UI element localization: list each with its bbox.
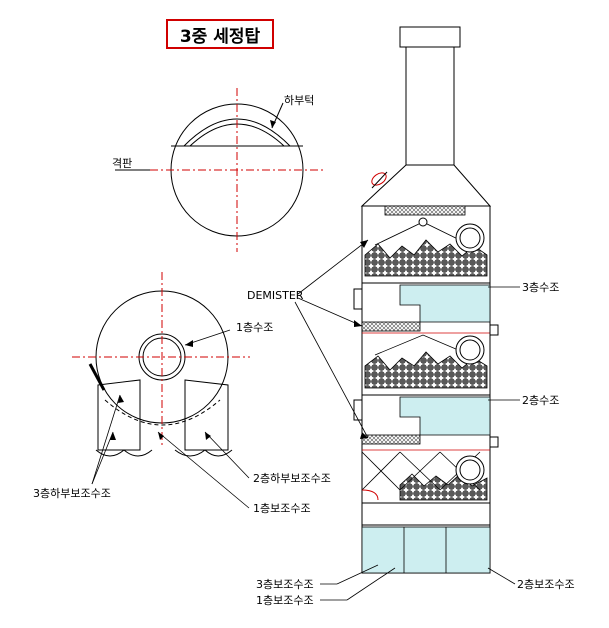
top-section-view (115, 88, 325, 252)
label-partition: 격판 (112, 157, 133, 170)
bottom-section-view (72, 272, 250, 457)
label-aux-3f: 3층보조수조 (256, 578, 314, 591)
label-aux-3f-lower: 3층하부보조수조 (33, 487, 111, 500)
label-aux-2f-lower: 2층하부보조수조 (253, 472, 331, 485)
leader-lines (91, 239, 520, 601)
demister-pads (361, 205, 466, 445)
label-lower-weir: 하부턱 (284, 94, 315, 107)
label-aux-2f: 2층보조수조 (517, 578, 575, 591)
arrowheads (110, 120, 368, 440)
label-tank-1f: 1층수조 (236, 321, 274, 334)
side-flanges (353, 288, 499, 501)
label-aux-1f: 1층보조수조 (253, 502, 311, 515)
label-tank-2f: 2층수조 (522, 394, 560, 407)
label-tank-3f: 3층수조 (522, 281, 560, 294)
diagram-title: 3중 세정탑 (166, 19, 274, 49)
view-ports (418, 217, 485, 485)
label-demister: DEMISTER (247, 289, 304, 302)
water-tanks (361, 284, 491, 574)
label-aux-1f-bottom: 1층보조수조 (256, 594, 314, 607)
spray-patterns (361, 221, 490, 491)
